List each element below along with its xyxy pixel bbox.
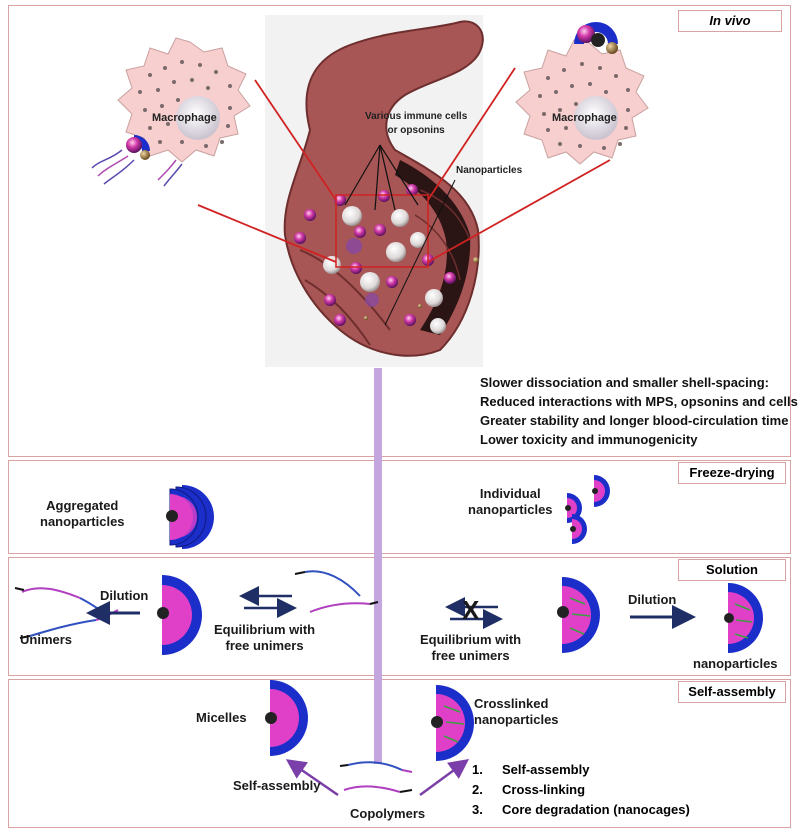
self-assembly-panel [8,679,791,828]
nanoparticles-after-dilution-label: nanoparticles [693,656,778,671]
dilution-left-label: Dilution [100,588,149,603]
statement-2: Reduced interactions with MPS, opsonins … [480,394,798,409]
micelles-graphic [265,680,308,756]
crosslinked-solution-graphic [557,577,600,653]
macrophage-right [515,22,649,165]
blood-vessel-illustration [265,15,484,367]
process-step: 3.Core degradation (nanocages) [472,802,690,817]
vertical-connector-bar [374,368,382,764]
dilution-right-label: Dilution [628,592,677,607]
copolymers-label: Copolymers [350,806,426,821]
in-vivo-tag: In vivo [678,10,782,32]
blocked-equilibrium-x: X [462,595,480,625]
freeze-drying-panel [8,460,791,554]
freeze-drying-tag: Freeze-drying [678,462,786,484]
micelles-label: Micelles [196,710,247,725]
in-vivo-statements: Slower dissociation and smaller shell-sp… [480,373,798,449]
solution-tag: Solution [678,559,786,581]
copolymers-graphic [339,761,413,793]
nanoparticles-label: Nanoparticles [456,165,523,176]
nanoparticle-after-dilution-graphic [724,583,763,653]
free-unimers-graphic [294,570,379,613]
in-vivo-panel [8,5,791,457]
individual-nanoparticles-label: Individual nanoparticles [468,486,553,517]
macrophage-right-label: Macrophage [552,112,617,124]
self-assembly-tag: Self-assembly [678,681,786,703]
macrophage-left [91,37,251,187]
solution-panel [8,557,791,676]
crosslinking-arrow [419,759,470,797]
macrophage-left-label: Macrophage [152,112,217,124]
process-steps-list: 1.Self-assembly 2.Cross-linking 3.Core d… [472,760,690,820]
aggregated-nanoparticles-label: Aggregated nanoparticles [40,498,125,529]
self-assembly-arrow-label: Self-assembly [233,778,321,793]
aggregated-nanoparticles-graphic [166,485,214,549]
statement-4: Lower toxicity and immunogenicity [480,432,698,447]
crosslinked-nanoparticles-label: Crosslinked nanoparticles [474,696,559,727]
unimers-label: Unimers [20,632,73,647]
self-assembly-arrow [285,759,339,797]
process-step: 2.Cross-linking [472,782,586,797]
micelle-solution-left [157,575,202,655]
individual-nanoparticles-graphic [565,475,610,544]
equilibrium-left-label: Equilibrium with free unimers [214,622,316,653]
crosslinked-nanoparticles-graphic [431,685,474,761]
statement-1: Slower dissociation and smaller shell-sp… [480,375,769,390]
equilibrium-right-label: Equilibrium with free unimers [420,632,522,663]
process-step: 1.Self-assembly [472,762,590,777]
immune-cells-label: Various immune cells or opsonins [365,111,468,136]
statement-3: Greater stability and longer blood-circu… [480,413,789,428]
